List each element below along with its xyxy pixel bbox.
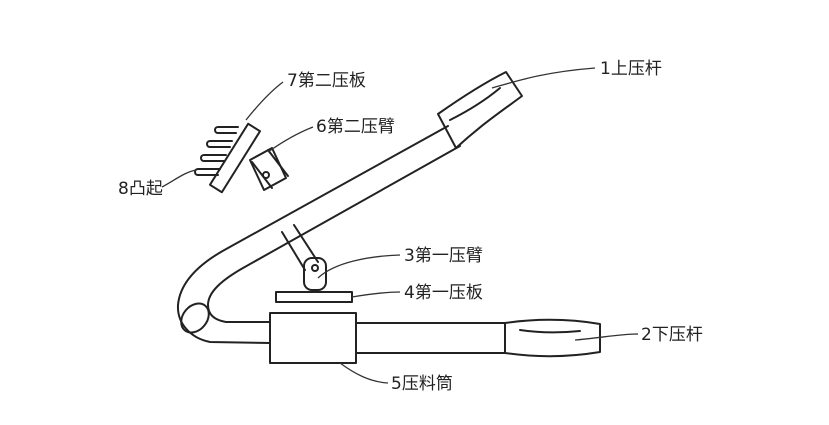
second-plate [208, 122, 262, 194]
label-lower-rod: 2下压杆 [641, 325, 703, 345]
leader-second-plate [245, 81, 284, 121]
label-first-arm: 3第一压臂 [404, 246, 483, 266]
leader-upper-rod [491, 67, 596, 89]
lower-rod [355, 318, 601, 358]
leader-lower-rod [574, 333, 639, 341]
label-first-plate: 4第一压板 [404, 283, 483, 303]
first-plate [275, 291, 353, 303]
leader-cylinder [339, 362, 389, 384]
cylinder-box [269, 312, 357, 364]
leader-first-plate [351, 291, 401, 298]
leader-bump [161, 169, 197, 188]
leader-second-arm [267, 126, 314, 153]
upper-rod [176, 71, 523, 344]
label-upper-rod: 1上压杆 [600, 59, 662, 79]
label-cylinder: 5压料筒 [391, 374, 453, 394]
label-second-plate: 7第二压板 [287, 71, 366, 91]
bumps [194, 126, 239, 176]
label-bump: 8凸起 [118, 179, 163, 199]
leader-first-arm [317, 254, 401, 279]
second-arm [249, 147, 289, 191]
label-second-arm: 6第二压臂 [316, 117, 395, 137]
first-arm [281, 224, 327, 291]
